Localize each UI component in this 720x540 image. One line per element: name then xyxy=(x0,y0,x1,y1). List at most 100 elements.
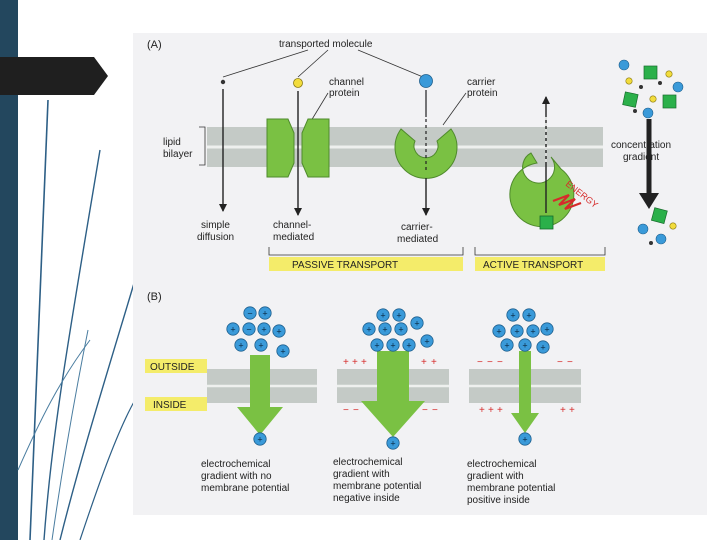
ion-plus-sign: + xyxy=(230,324,235,334)
plus-charge: + xyxy=(479,405,485,416)
ion-minus-sign: − xyxy=(247,308,252,318)
ion-circle xyxy=(522,308,536,322)
energy-bolt-icon xyxy=(552,193,582,211)
ion-plus-sign: + xyxy=(262,308,267,318)
plus-charge: + xyxy=(343,357,349,368)
ion-circle xyxy=(276,344,290,358)
ion-plus-sign: + xyxy=(522,434,527,444)
minus-charge: − xyxy=(353,405,359,416)
caption-1-line-1: electrochemical xyxy=(201,459,270,470)
ion-plus-sign: + xyxy=(514,326,519,336)
inside-label: INSIDE xyxy=(153,400,187,411)
ion-plus-sign: + xyxy=(398,324,403,334)
ion-circle xyxy=(526,324,540,338)
ion-plus-sign: + xyxy=(544,324,549,334)
ion-circle xyxy=(254,338,268,352)
ion-circle xyxy=(394,322,408,336)
ion-circle xyxy=(242,322,256,336)
channel-protein-label-1: channel xyxy=(329,77,364,88)
slide-decorative-lines xyxy=(17,99,136,540)
ion-circle xyxy=(234,338,248,352)
carrier-protein-passive xyxy=(394,128,458,179)
ion-circle xyxy=(402,338,416,352)
minus-charge: − xyxy=(422,405,428,416)
inside-band xyxy=(145,397,207,411)
green-square-molecule xyxy=(643,65,658,80)
blue-molecule xyxy=(618,59,630,71)
gradient-arrow-2 xyxy=(361,351,425,437)
ion-circle xyxy=(386,338,400,352)
plus-charge: + xyxy=(352,357,358,368)
panel-a-label: (A) xyxy=(147,39,162,51)
ion-circle xyxy=(376,308,390,322)
yellow-molecule xyxy=(669,222,677,230)
ion-plus-sign: + xyxy=(276,326,281,336)
plus-charge: + xyxy=(361,357,367,368)
ion-plus-sign: + xyxy=(280,346,285,356)
ion-circle xyxy=(492,324,506,338)
green-square-molecule xyxy=(650,207,668,225)
ion-circle xyxy=(378,322,392,336)
leader-line xyxy=(310,92,329,122)
minus-charge: − xyxy=(487,357,493,368)
active-bracket xyxy=(474,247,606,256)
small-molecule-dot xyxy=(633,109,637,113)
carrier-protein-active xyxy=(509,152,575,228)
outside-band xyxy=(145,359,207,373)
plus-charge: + xyxy=(569,405,575,416)
active-transport-band xyxy=(475,257,605,271)
membrane-charges-2: + + + + + − − − − xyxy=(343,357,438,416)
ion-circle xyxy=(420,334,434,348)
simple-diffusion-label-2: diffusion xyxy=(197,232,234,243)
caption-3-line-2: gradient with xyxy=(467,471,524,482)
caption-3-line-1: electrochemical xyxy=(467,459,536,470)
slide-arrow-tab xyxy=(0,57,108,95)
ion-plus-sign: + xyxy=(526,310,531,320)
carrier-mediated-label-1: carrier- xyxy=(401,222,433,233)
ion-minus-sign: − xyxy=(246,324,251,334)
ion-clusters: −++−+++++++++++++++++++++++++++ xyxy=(226,306,554,450)
channel-mediated-label-2: mediated xyxy=(273,232,314,243)
minus-charge: − xyxy=(432,405,438,416)
ion-plus-sign: + xyxy=(366,324,371,334)
ion-plus-sign: + xyxy=(374,340,379,350)
small-molecule-dot xyxy=(658,81,662,85)
passive-transport-label: PASSIVE TRANSPORT xyxy=(292,260,398,271)
ion-plus-sign: + xyxy=(382,324,387,334)
ion-circle xyxy=(257,322,271,336)
caption-1-line-2: gradient with no xyxy=(201,471,272,482)
small-molecule-dot xyxy=(649,241,653,245)
ion-circle xyxy=(370,338,384,352)
ion-circle xyxy=(540,322,554,336)
minus-charge: − xyxy=(557,357,563,368)
yellow-molecule xyxy=(293,78,303,88)
ion-plus-sign: + xyxy=(530,326,535,336)
channel-protein-right xyxy=(301,118,330,178)
active-transport-label: ACTIVE TRANSPORT xyxy=(483,260,583,271)
ion-circle xyxy=(536,340,550,354)
channel-protein-left xyxy=(266,118,295,178)
ion-plus-sign: + xyxy=(522,340,527,350)
panel-b-label: (B) xyxy=(147,291,162,303)
caption-2-line-4: negative inside xyxy=(333,493,400,504)
carrier-mediated-label-2: mediated xyxy=(397,234,438,245)
channel-mediated-label-1: channel- xyxy=(273,220,311,231)
concentration-gradient-arrow-head xyxy=(639,193,659,209)
ion-plus-sign: + xyxy=(510,310,515,320)
ion-circle xyxy=(510,324,524,338)
plus-charge: + xyxy=(431,357,437,368)
ion-circle xyxy=(243,306,257,320)
plus-charge: + xyxy=(421,357,427,368)
blue-molecule xyxy=(642,107,654,119)
ion-circle xyxy=(362,322,376,336)
ion-circle xyxy=(258,306,272,320)
ion-plus-sign: + xyxy=(390,438,395,448)
bilayer-bracket xyxy=(199,126,206,166)
ion-plus-sign: + xyxy=(238,340,243,350)
minus-charge: − xyxy=(567,357,573,368)
transported-molecule-label: transported molecule xyxy=(279,39,373,50)
small-molecule-dot xyxy=(639,85,643,89)
caption-3-line-4: positive inside xyxy=(467,495,530,506)
green-square-molecule xyxy=(622,91,639,108)
blue-molecule xyxy=(419,74,433,88)
